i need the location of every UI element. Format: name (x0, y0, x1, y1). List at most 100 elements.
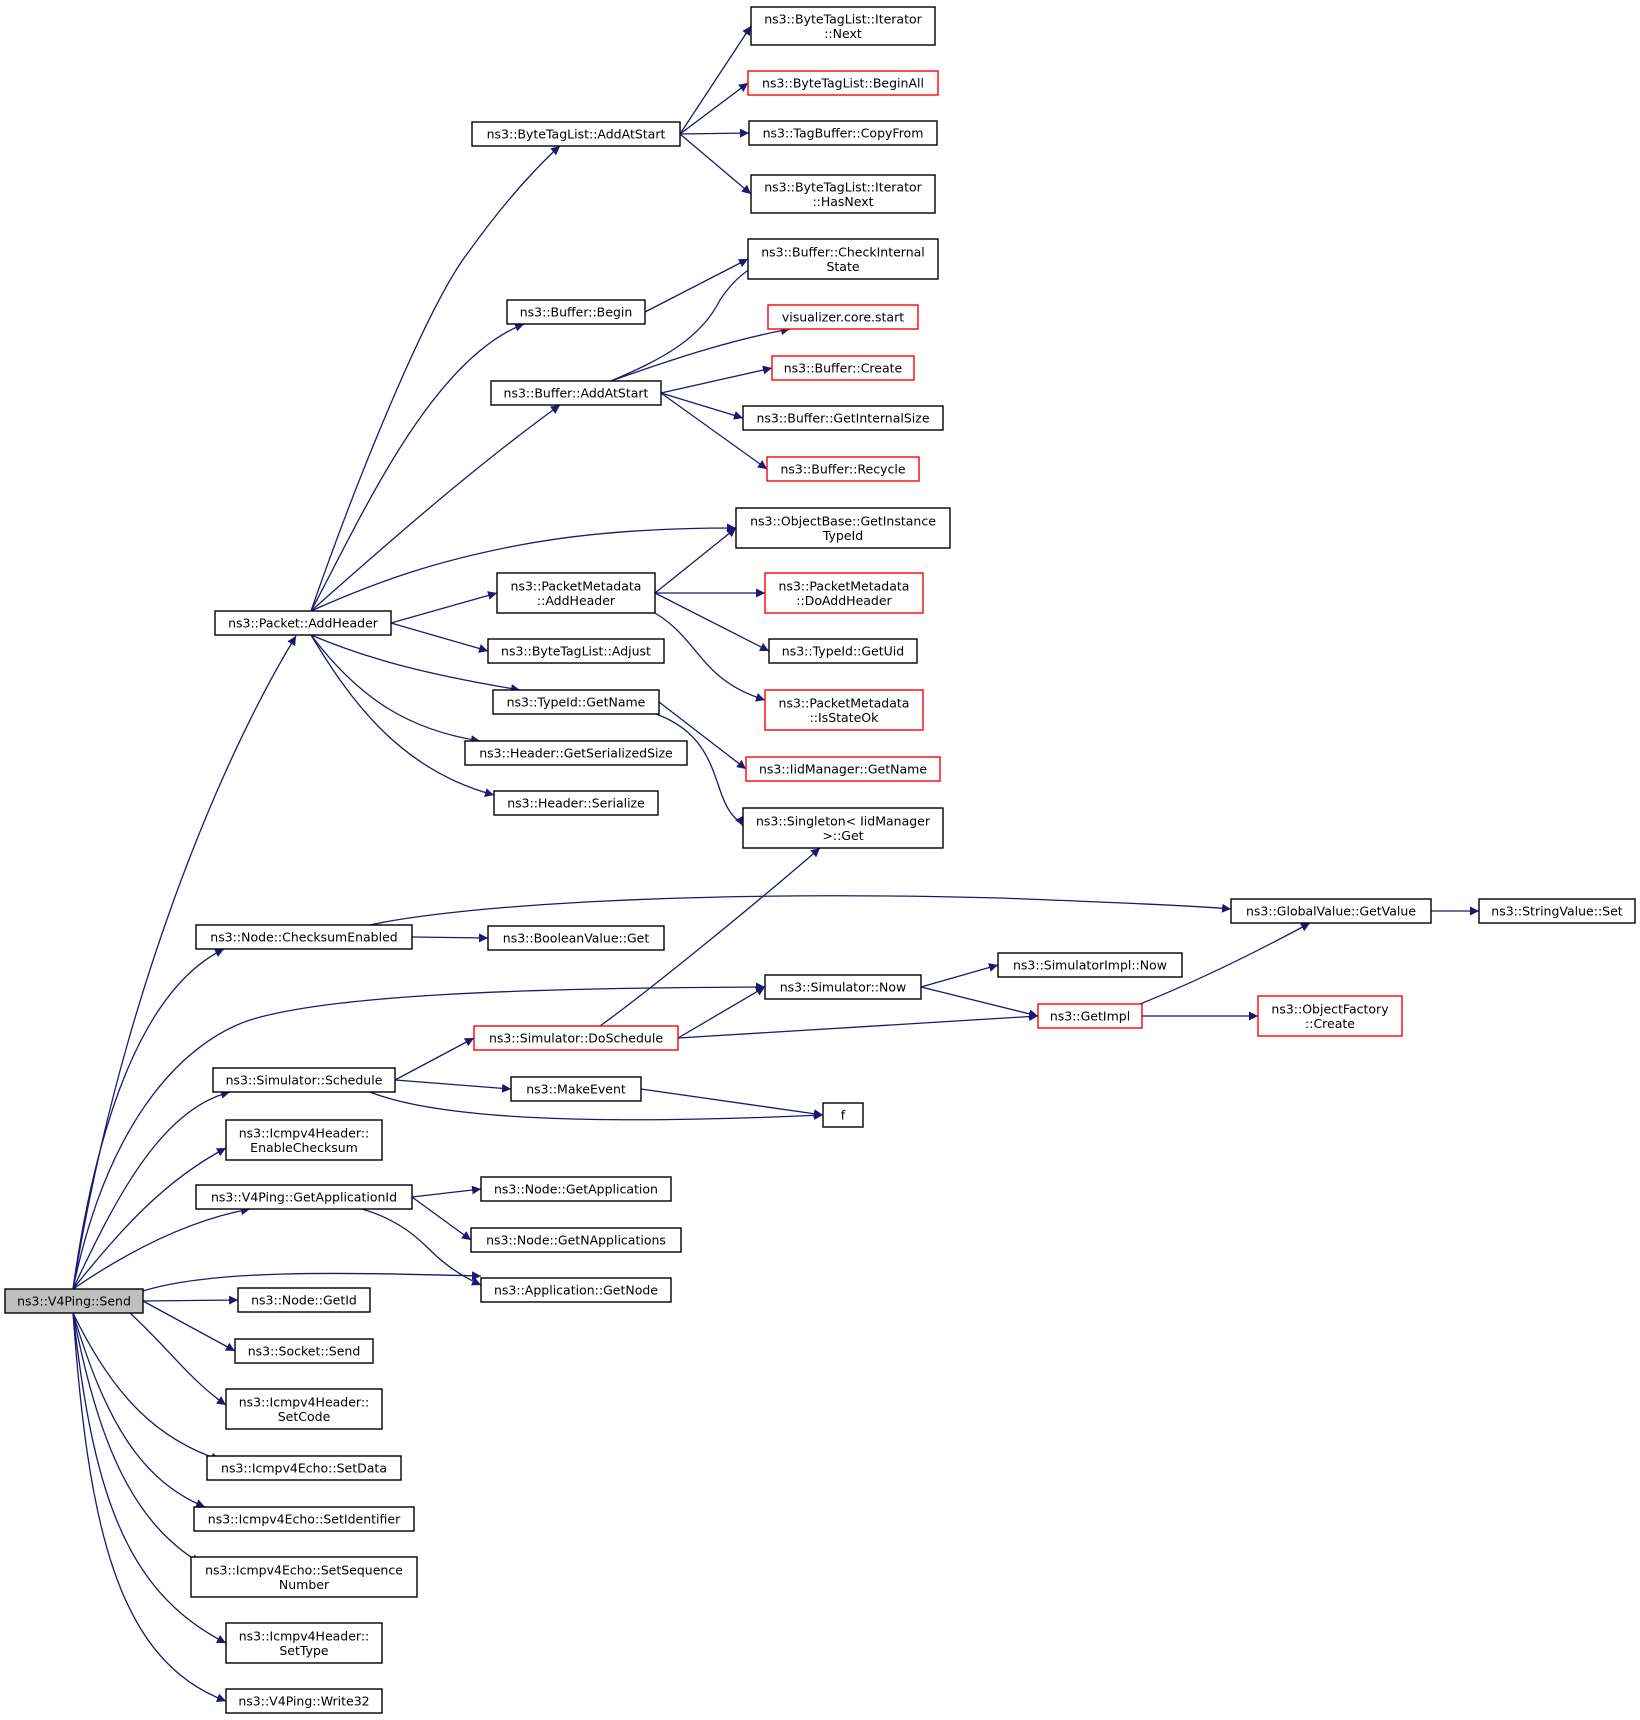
node-btlAddAtStart[interactable]: ns3::ByteTagList::AddAtStart (471, 121, 681, 147)
edge-bufAddAtStart-to-bufRecycle (660, 392, 768, 470)
node-socketSend[interactable]: ns3::Socket::Send (234, 1338, 374, 1364)
node-tbCopyFrom[interactable]: ns3::TagBuffer::CopyFrom (748, 120, 938, 146)
node-addheader[interactable]: ns3::Packet::AddHeader (214, 610, 392, 636)
node-box (750, 6, 936, 46)
node-label: ns3::ByteTagList::Iterator (764, 11, 922, 26)
node-label: ns3::ByteTagList::Iterator (764, 179, 922, 194)
node-box (510, 1076, 642, 1102)
node-makeEvent[interactable]: ns3::MakeEvent (510, 1076, 642, 1102)
node-appGetNode[interactable]: ns3::Application::GetNode (480, 1277, 672, 1303)
node-label: ns3::GetImpl (1050, 1009, 1130, 1024)
node-tidGetUid[interactable]: ns3::TypeId::GetUid (768, 638, 918, 664)
edge-btlAddAtStart-to-itHasNext (679, 133, 752, 195)
edge-send-to-setType (72, 1312, 227, 1644)
edge-layer (72, 25, 1479, 1703)
node-box (487, 638, 665, 664)
node-box (225, 1119, 383, 1161)
edge-simNow-to-simImplNow (920, 963, 999, 988)
node-label: ns3::ByteTagList::AddAtStart (487, 127, 666, 142)
node-simImplNow[interactable]: ns3::SimulatorImpl::Now (997, 952, 1183, 978)
node-bufAddAtStart[interactable]: ns3::Buffer::AddAtStart (490, 380, 662, 406)
node-simNow[interactable]: ns3::Simulator::Now (764, 974, 922, 1000)
node-label: ns3::Icmpv4Header:: (239, 1628, 370, 1643)
node-checksumEnabled[interactable]: ns3::Node::ChecksumEnabled (195, 924, 413, 950)
node-label: ns3::Header::Serialize (507, 796, 645, 811)
node-setIdentifier[interactable]: ns3::Icmpv4Echo::SetIdentifier (193, 1506, 415, 1532)
node-f[interactable]: f (822, 1102, 864, 1128)
node-setType[interactable]: ns3::Icmpv4Header::SetType (225, 1622, 383, 1664)
node-label: ns3::StringValue::Set (1491, 904, 1622, 919)
node-setData[interactable]: ns3::Icmpv4Echo::SetData (206, 1455, 402, 1481)
node-bufGetIntSize[interactable]: ns3::Buffer::GetInternalSize (742, 405, 944, 431)
node-nodeGetId[interactable]: ns3::Node::GetId (237, 1287, 371, 1313)
node-hdrSerialize[interactable]: ns3::Header::Serialize (493, 790, 659, 816)
node-bufBegin[interactable]: ns3::Buffer::Begin (506, 299, 646, 325)
edge-send-to-socketSend (142, 1300, 236, 1352)
node-pmAddHeader[interactable]: ns3::PacketMetadata::AddHeader (496, 572, 656, 614)
edge-send-to-setSeq (72, 1312, 201, 1564)
edge-makeEvent-to-f (640, 1088, 824, 1119)
node-box (1037, 1003, 1143, 1029)
node-getAppId[interactable]: ns3::V4Ping::GetApplicationId (195, 1184, 413, 1210)
node-box (225, 1622, 383, 1664)
node-enableChecksum[interactable]: ns3::Icmpv4Header::EnableChecksum (225, 1119, 383, 1161)
node-pmIsStateOk[interactable]: ns3::PacketMetadata::IsStateOk (764, 689, 924, 731)
node-vizStart[interactable]: visualizer.core.start (767, 304, 919, 330)
edge-getImpl-to-gvGetValue (1139, 922, 1311, 1005)
node-hdrSerSize[interactable]: ns3::Header::GetSerializedSize (464, 740, 688, 766)
node-write32[interactable]: ns3::V4Ping::Write32 (225, 1688, 383, 1714)
node-box (225, 1688, 383, 1714)
node-box (496, 572, 656, 614)
node-label: ns3::Singleton< IidManager (756, 813, 931, 828)
node-nodeGetNApps[interactable]: ns3::Node::GetNApplications (470, 1227, 682, 1253)
node-label: ns3::Simulator::Now (780, 980, 907, 995)
node-doSchedule[interactable]: ns3::Simulator::DoSchedule (473, 1025, 679, 1051)
edge-checksumEnabled-to-gvGetValue (369, 895, 1232, 926)
node-send[interactable]: ns3::V4Ping::Send (4, 1288, 144, 1314)
node-boolGet[interactable]: ns3::BooleanValue::Get (487, 925, 665, 951)
node-schedule[interactable]: ns3::Simulator::Schedule (212, 1067, 396, 1093)
edge-btlAddAtStart-to-tbCopyFrom (679, 128, 750, 138)
node-svSet[interactable]: ns3::StringValue::Set (1478, 898, 1636, 924)
node-itHasNext[interactable]: ns3::ByteTagList::Iterator::HasNext (750, 174, 936, 214)
node-btlBeginAll[interactable]: ns3::ByteTagList::BeginAll (747, 70, 939, 96)
node-box (490, 380, 662, 406)
node-label: ns3::TagBuffer::CopyFrom (763, 126, 924, 141)
node-pmDoAddHeader[interactable]: ns3::PacketMetadata::DoAddHeader (764, 572, 924, 614)
node-gvGetValue[interactable]: ns3::GlobalValue::GetValue (1230, 898, 1432, 924)
node-singletonGet[interactable]: ns3::Singleton< IidManager>::Get (742, 807, 944, 849)
node-label: ns3::SimulatorImpl::Now (1013, 958, 1167, 973)
node-btlAdjust[interactable]: ns3::ByteTagList::Adjust (487, 638, 665, 664)
node-getImpl[interactable]: ns3::GetImpl (1037, 1003, 1143, 1029)
node-typeGetName[interactable]: ns3::TypeId::GetName (492, 689, 660, 715)
node-box (997, 952, 1183, 978)
node-label: ::Next (824, 26, 862, 41)
edge-send-to-setIdentifier (72, 1312, 206, 1508)
node-nodeGetApp[interactable]: ns3::Node::GetApplication (480, 1176, 672, 1202)
edge-addheader-to-hdrSerialize (310, 634, 495, 798)
node-label: ns3::Buffer::CheckInternal (761, 244, 925, 259)
node-ofCreate[interactable]: ns3::ObjectFactory::Create (1257, 995, 1403, 1037)
node-iidGetName[interactable]: ns3::IidManager::GetName (745, 756, 941, 782)
edge-getAppId-to-appGetNode (361, 1208, 482, 1286)
edge-schedule-to-makeEvent (394, 1079, 512, 1093)
edge-addheader-to-btlAdjust (390, 622, 489, 653)
node-label: ns3::IidManager::GetName (759, 762, 927, 777)
node-label: ns3::V4Ping::Send (17, 1294, 131, 1309)
node-itNext[interactable]: ns3::ByteTagList::Iterator::Next (750, 6, 936, 46)
edge-pmAddHeader-to-objGetInstTid (654, 527, 737, 594)
node-box (473, 1025, 679, 1051)
edge-getAppId-to-nodeGetNApps (411, 1196, 472, 1241)
node-box (745, 756, 941, 782)
node-bufCreate[interactable]: ns3::Buffer::Create (771, 355, 915, 381)
edge-doSchedule-to-singletonGet (599, 847, 821, 1027)
node-setCode[interactable]: ns3::Icmpv4Header::SetCode (225, 1388, 383, 1430)
node-box (237, 1287, 371, 1313)
node-box (214, 610, 392, 636)
node-bufRecycle[interactable]: ns3::Buffer::Recycle (766, 456, 920, 482)
node-label: ns3::V4Ping::GetApplicationId (211, 1190, 397, 1205)
